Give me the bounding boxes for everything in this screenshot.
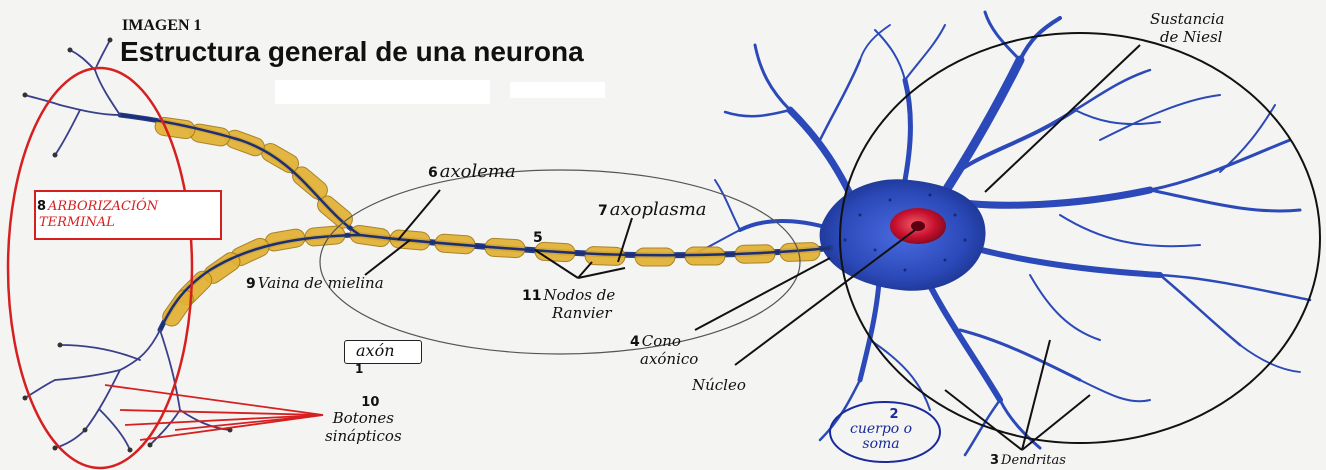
label-sustancia-niesl: Sustancia de Niesl — [1150, 12, 1224, 45]
label-number: 3 — [990, 453, 999, 468]
label-text: Ranvier — [552, 306, 615, 321]
axon-core — [120, 115, 830, 330]
blank-patch — [510, 82, 605, 98]
botones-leader-lines — [105, 385, 323, 440]
label-text: soma — [850, 437, 912, 451]
label-text: axoplasma — [610, 199, 707, 220]
label-text: TERMINAL — [39, 216, 158, 229]
axon-core-line — [120, 115, 830, 330]
label-text: Nodos de — [543, 286, 615, 304]
page-title: Estructura general de una neurona — [120, 38, 584, 66]
label-number: 2 — [878, 408, 910, 421]
label-number: 5 — [533, 230, 543, 246]
label-text: axolema — [440, 161, 516, 182]
blank-patch — [275, 80, 490, 104]
label-axon-number: 1 — [355, 363, 363, 375]
label-text: cuerpo o — [850, 422, 912, 436]
myelin-segment — [635, 248, 675, 266]
label-text: Botones — [325, 411, 402, 426]
label-nodo-5: 5 — [533, 230, 545, 246]
synaptic-knobs — [23, 38, 233, 453]
axon-ellipse — [320, 170, 800, 354]
label-text: sinápticos — [325, 429, 402, 444]
label-text: Vaina de mielina — [258, 274, 384, 292]
dendrites — [690, 12, 1310, 455]
label-cuerpo-soma: 2 cuerpo o soma — [850, 408, 912, 451]
label-text: Dendritas — [1001, 453, 1066, 468]
label-text: Cono — [642, 332, 681, 350]
label-line: Sustancia — [1150, 12, 1224, 27]
label-axon: axón — [356, 343, 395, 359]
label-botones-sinapticos: 10 Botones sinápticos — [325, 396, 402, 444]
label-number: 10 — [341, 396, 400, 409]
label-number: 11 — [522, 288, 541, 304]
myelin-sheath — [120, 115, 830, 330]
label-number: 7 — [598, 203, 608, 219]
label-number: 9 — [246, 276, 256, 292]
nucleolus — [911, 221, 925, 231]
label-text: axónico — [640, 352, 698, 367]
label-text: ARBORIZACIÓN — [48, 199, 158, 214]
label-number: 6 — [428, 165, 438, 181]
figure-number: IMAGEN 1 — [122, 18, 202, 34]
label-number: 8 — [37, 199, 46, 214]
label-nucleo: Núcleo — [692, 378, 746, 393]
label-line: de Niesl — [1158, 30, 1224, 45]
label-number: 4 — [630, 334, 640, 350]
